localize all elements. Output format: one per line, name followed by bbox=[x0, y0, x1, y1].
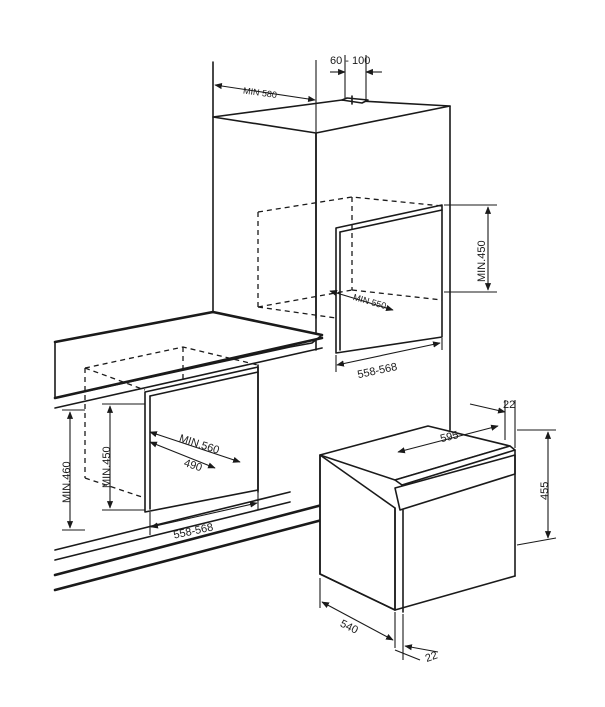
label-min-450: MIN.450 bbox=[101, 446, 113, 488]
label-oven-595: 595 bbox=[439, 429, 460, 445]
dimension-60-100: 60 - 100 bbox=[330, 55, 382, 100]
dimension-oven-595: 595 bbox=[397, 424, 499, 454]
label-niche-min-450: MIN.450 bbox=[476, 240, 488, 282]
oven bbox=[319, 425, 516, 613]
dimension-oven-22-bottom: 22 bbox=[394, 614, 440, 665]
worktop bbox=[53, 310, 324, 409]
label-oven-22-top: 22 bbox=[503, 399, 515, 411]
plinth bbox=[53, 491, 324, 592]
label-oven-22-bottom: 22 bbox=[424, 650, 440, 665]
dimension-oven-22-top: 22 bbox=[469, 399, 516, 448]
dimension-niche-min-450: MIN.450 bbox=[444, 204, 497, 293]
tall-cabinet bbox=[212, 61, 451, 431]
dimension-min-450: MIN.450 bbox=[101, 403, 145, 511]
label-oven-455: 455 bbox=[539, 482, 551, 500]
label-490: 490 bbox=[182, 457, 203, 474]
label-60-100: 60 - 100 bbox=[330, 55, 370, 67]
label-niche-558-568: 558-568 bbox=[356, 361, 398, 381]
label-min-580: MIN 580 bbox=[242, 85, 277, 100]
dimension-min-580: MIN 580 bbox=[214, 60, 317, 132]
dimension-min-460: MIN.460 bbox=[61, 409, 85, 531]
dimension-oven-455: 455 bbox=[516, 429, 557, 546]
label-min-460: MIN.460 bbox=[61, 461, 73, 503]
